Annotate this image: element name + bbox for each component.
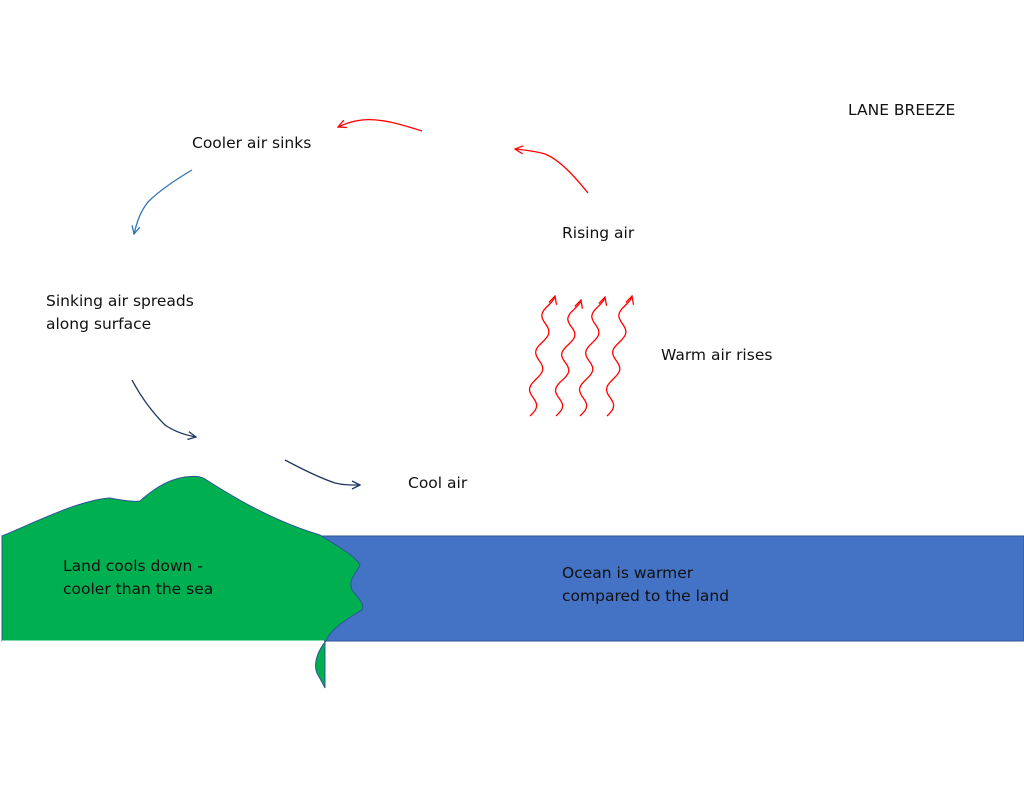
arrow-top-right-red <box>515 149 589 194</box>
label-warm-air-rises: Warm air rises <box>661 346 773 364</box>
arrow-top-left-red <box>338 118 423 132</box>
ocean-shape <box>321 535 1024 642</box>
label-rising-air: Rising air <box>562 224 635 242</box>
label-cool-air: Cool air <box>408 474 468 492</box>
label-sinking-air-line1: Sinking air spreads <box>46 292 194 310</box>
arrow-surface-navy-1 <box>131 379 196 437</box>
label-sinking-air: Sinking air spreads along surface <box>46 290 194 336</box>
label-land: Land cools down - cooler than the sea <box>63 555 213 601</box>
label-sinking-air-line2: along surface <box>46 315 152 333</box>
wavy-rising-arrow <box>605 296 633 417</box>
warm-air-rising-arrows <box>528 296 633 417</box>
label-cooler-air-sinks: Cooler air sinks <box>192 134 312 152</box>
wavy-rising-arrow <box>528 296 556 417</box>
arrow-sinking-blue <box>134 169 193 234</box>
land-shape <box>1 475 364 642</box>
arrow-surface-navy-2 <box>284 459 360 485</box>
label-ocean: Ocean is warmer compared to the land <box>562 562 729 608</box>
label-ocean-line1: Ocean is warmer <box>562 564 694 582</box>
diagram-title: LANE BREEZE <box>848 101 956 119</box>
land-spur-shape <box>315 640 328 689</box>
wavy-rising-arrow <box>554 300 582 417</box>
wavy-rising-arrow <box>578 297 606 417</box>
label-ocean-line2: compared to the land <box>562 587 730 605</box>
label-land-line2: cooler than the sea <box>63 580 214 598</box>
label-land-line1: Land cools down - <box>63 557 203 575</box>
